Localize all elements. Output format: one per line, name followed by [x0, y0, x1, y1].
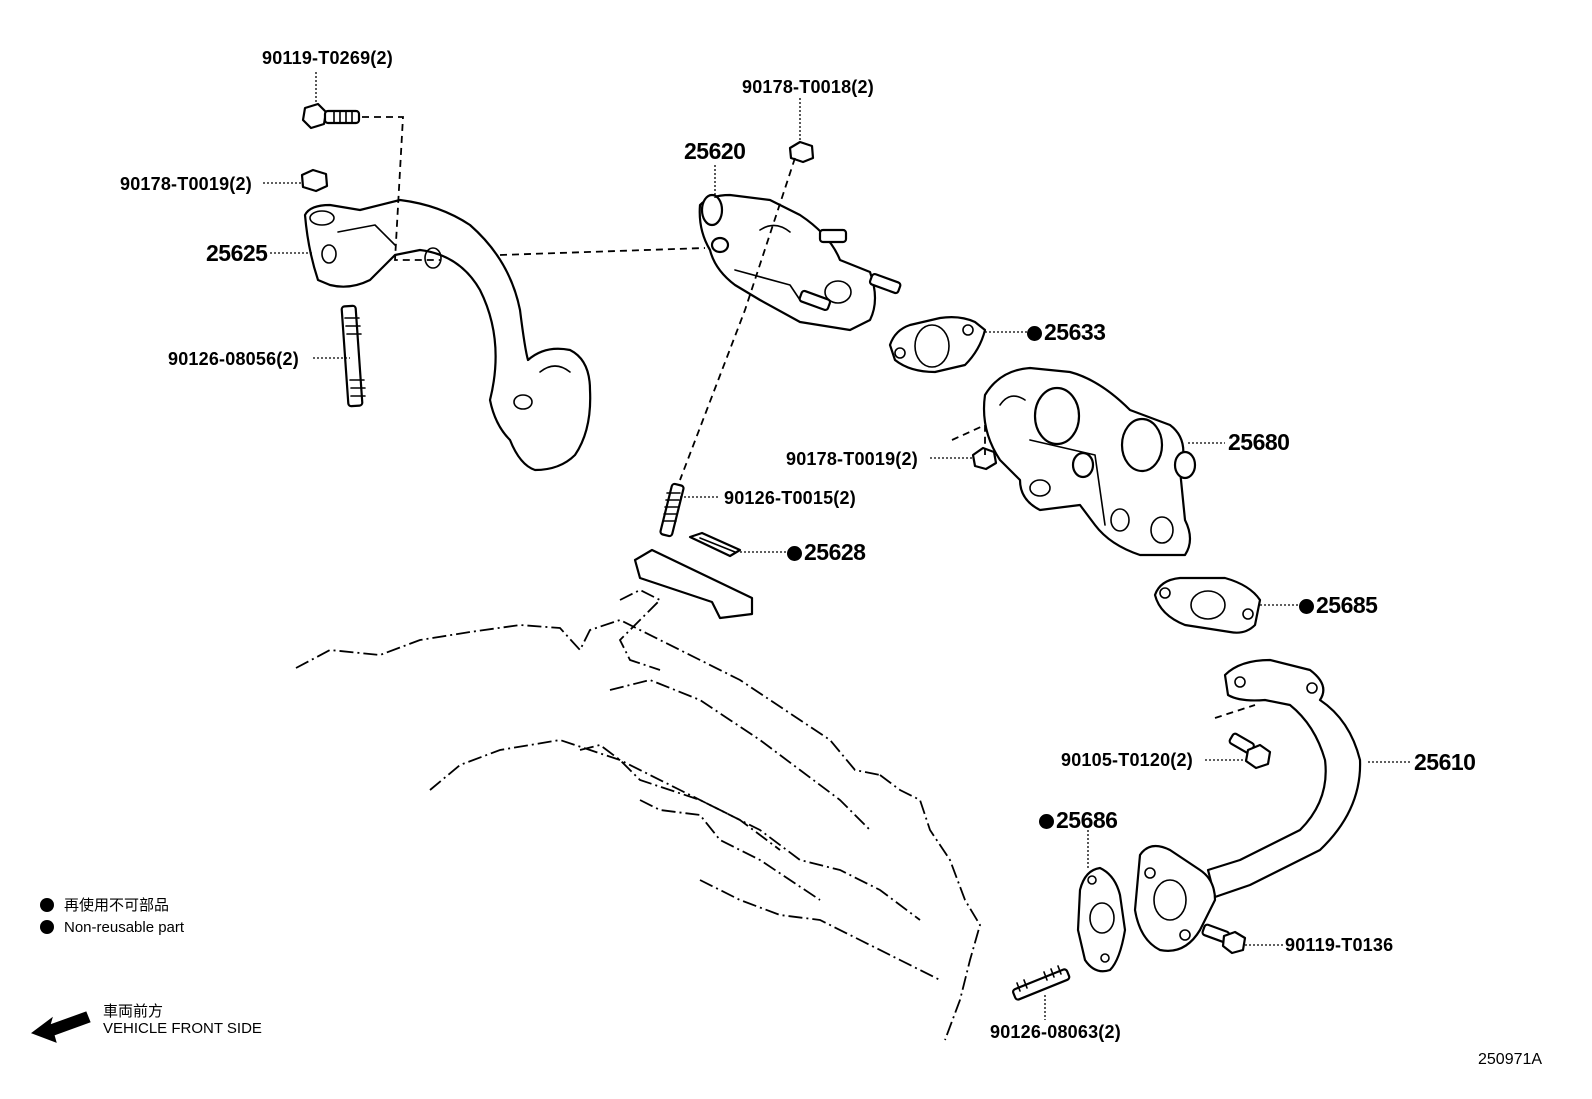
label-gasket-25686: 25686: [1039, 809, 1118, 832]
stud-90126-08056: [340, 304, 366, 408]
label-bolt-90119-T0269: 90119-T0269(2): [262, 48, 393, 68]
leader-lines: [263, 72, 1412, 1020]
nut-90178-T0019-mid: [971, 446, 998, 471]
pipe-25610: [1133, 658, 1362, 952]
label-gasket-25685: 25685: [1299, 594, 1378, 617]
non-reusable-dot-icon: [787, 546, 802, 561]
direction-label-en: VEHICLE FRONT SIDE: [103, 1020, 262, 1037]
gasket-25633: [888, 316, 987, 374]
legend-line-en: Non-reusable part: [40, 919, 184, 936]
bracket-25625: [303, 198, 592, 472]
label-bolt-90105-T0120: 90105-T0120(2): [1061, 750, 1193, 770]
label-cooler-25680: 25680: [1228, 429, 1290, 455]
non-reusable-dot-icon: [1299, 599, 1314, 614]
bolt-90105-T0120: [1228, 732, 1272, 770]
assembly-dashes: [362, 116, 1256, 719]
gasket-25686: [1076, 866, 1127, 973]
mounting-block: [633, 548, 754, 620]
cooler-25680: [982, 366, 1197, 557]
direction-label-jp: 車両前方: [103, 1003, 164, 1020]
label-gasket-25633: 25633: [1027, 321, 1106, 344]
legend-dot-icon: [40, 920, 54, 934]
valve-25620: [698, 193, 902, 332]
nut-90178-T0019-left: [300, 168, 329, 193]
legend-line-jp: 再使用不可部品: [40, 894, 169, 915]
label-pipe-25610: 25610: [1414, 749, 1476, 775]
label-bracket-25625: 25625: [206, 240, 268, 266]
non-reusable-dot-icon: [1039, 814, 1054, 829]
stud-90126-T0015: [659, 482, 685, 538]
non-reusable-dot-icon: [1027, 326, 1042, 341]
figure-id: 250971A: [1478, 1051, 1543, 1068]
label-bolt-90119-T0136: 90119-T0136: [1285, 935, 1394, 955]
label-stud-90126-08056: 90126-08056(2): [168, 349, 299, 369]
label-stud-90126-T0015: 90126-T0015(2): [724, 488, 856, 508]
vehicle-front-arrow-icon: [30, 1011, 91, 1043]
label-nut-90178-T0019-mid: 90178-T0019(2): [786, 449, 918, 469]
bolt-90119-T0269: [301, 102, 361, 130]
legend-dot-icon: [40, 898, 54, 912]
gasket-25685: [1153, 576, 1262, 634]
bolt-90119-T0136: [1201, 923, 1247, 955]
label-valve-25620: 25620: [684, 138, 746, 164]
gasket-25628: [688, 531, 742, 558]
stud-90126-08063: [1012, 965, 1071, 1001]
label-nut-90178-T0019-left: 90178-T0019(2): [120, 174, 252, 194]
engine-outline: [295, 588, 981, 1041]
label-nut-90178-T0018: 90178-T0018(2): [742, 77, 874, 97]
label-stud-90126-08063: 90126-08063(2): [990, 1022, 1121, 1042]
label-gasket-25628: 25628: [787, 541, 866, 564]
nut-90178-T0018: [788, 140, 815, 164]
